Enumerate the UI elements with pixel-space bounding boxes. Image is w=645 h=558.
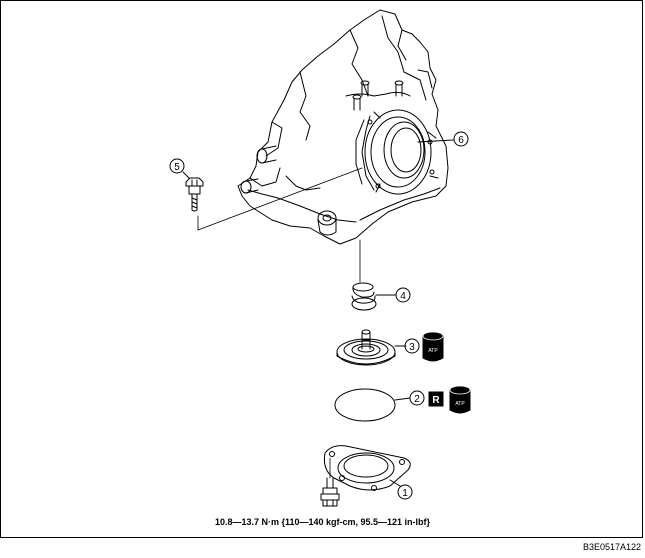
alignment-lines	[197, 167, 363, 479]
servo-cover	[323, 445, 411, 491]
callout-3-marker: 3	[404, 338, 420, 354]
callout-1-marker: 1	[397, 484, 413, 500]
cover-bolt	[320, 477, 340, 507]
callout-5-marker: 5	[169, 158, 185, 174]
o-ring	[334, 388, 411, 422]
bolt	[182, 171, 204, 212]
atp-label: ATP	[455, 401, 465, 407]
transaxle-case	[237, 9, 449, 245]
callout-label-6: 6	[458, 135, 464, 146]
callout-label-2: 2	[414, 394, 420, 405]
atp-fluid-icon: ATP	[449, 385, 471, 414]
callout-2-marker: 2	[409, 390, 425, 406]
replace-part-icon: R	[428, 391, 444, 407]
callout-label-4: 4	[400, 291, 406, 302]
callout-4-marker: 4	[395, 287, 411, 303]
callout-label-1: 1	[402, 488, 408, 499]
torque-specification: 10.8—13.7 N·m {110—140 kgf-cm, 95.5—121 …	[214, 517, 431, 527]
atp-label: ATP	[428, 348, 438, 354]
callout-label-3: 3	[409, 342, 415, 353]
spring	[351, 282, 396, 311]
atp-fluid-icon: ATP	[422, 331, 444, 362]
callout-label-5: 5	[174, 162, 180, 173]
replace-label: R	[432, 395, 440, 406]
diagram-frame	[0, 0, 643, 538]
callout-6-marker: 6	[417, 131, 469, 147]
figure-code: B3E0517A122	[582, 542, 641, 552]
servo-piston	[336, 329, 407, 366]
